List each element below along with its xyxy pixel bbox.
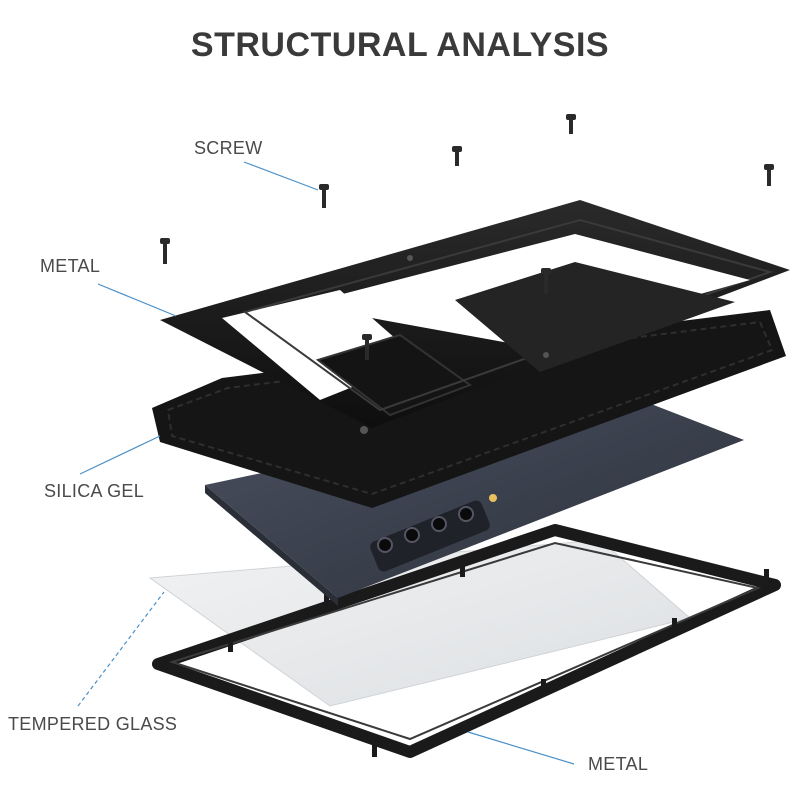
silica-gel-layer (152, 310, 786, 508)
screw-2 (452, 146, 462, 166)
screw-1 (319, 184, 329, 208)
camera-module (370, 494, 497, 572)
screws (160, 114, 774, 360)
screw-7 (362, 334, 372, 360)
label-silica-gel: SILICA GEL (44, 481, 145, 501)
page-title: STRUCTURAL ANALYSIS (190, 26, 610, 64)
screw-4 (764, 164, 774, 186)
leader-tempered-glass (77, 591, 165, 707)
label-screw: SCREW (194, 138, 263, 158)
leader-silica-gel (79, 435, 161, 475)
screw-3 (566, 114, 576, 134)
bottom-metal-frame (152, 524, 781, 758)
label-metal-bottom: METAL (588, 754, 649, 774)
label-metal-top: METAL (40, 256, 101, 276)
screw-5 (160, 238, 170, 264)
top-metal-frame (160, 200, 790, 434)
leader-metal-top (97, 283, 177, 317)
leader-metal-bottom (467, 731, 575, 765)
leader-lines (77, 161, 575, 765)
leader-screw (243, 161, 319, 191)
screw-6 (541, 268, 551, 294)
phone-body (205, 395, 744, 606)
label-tempered-glass: TEMPERED GLASS (8, 714, 178, 734)
